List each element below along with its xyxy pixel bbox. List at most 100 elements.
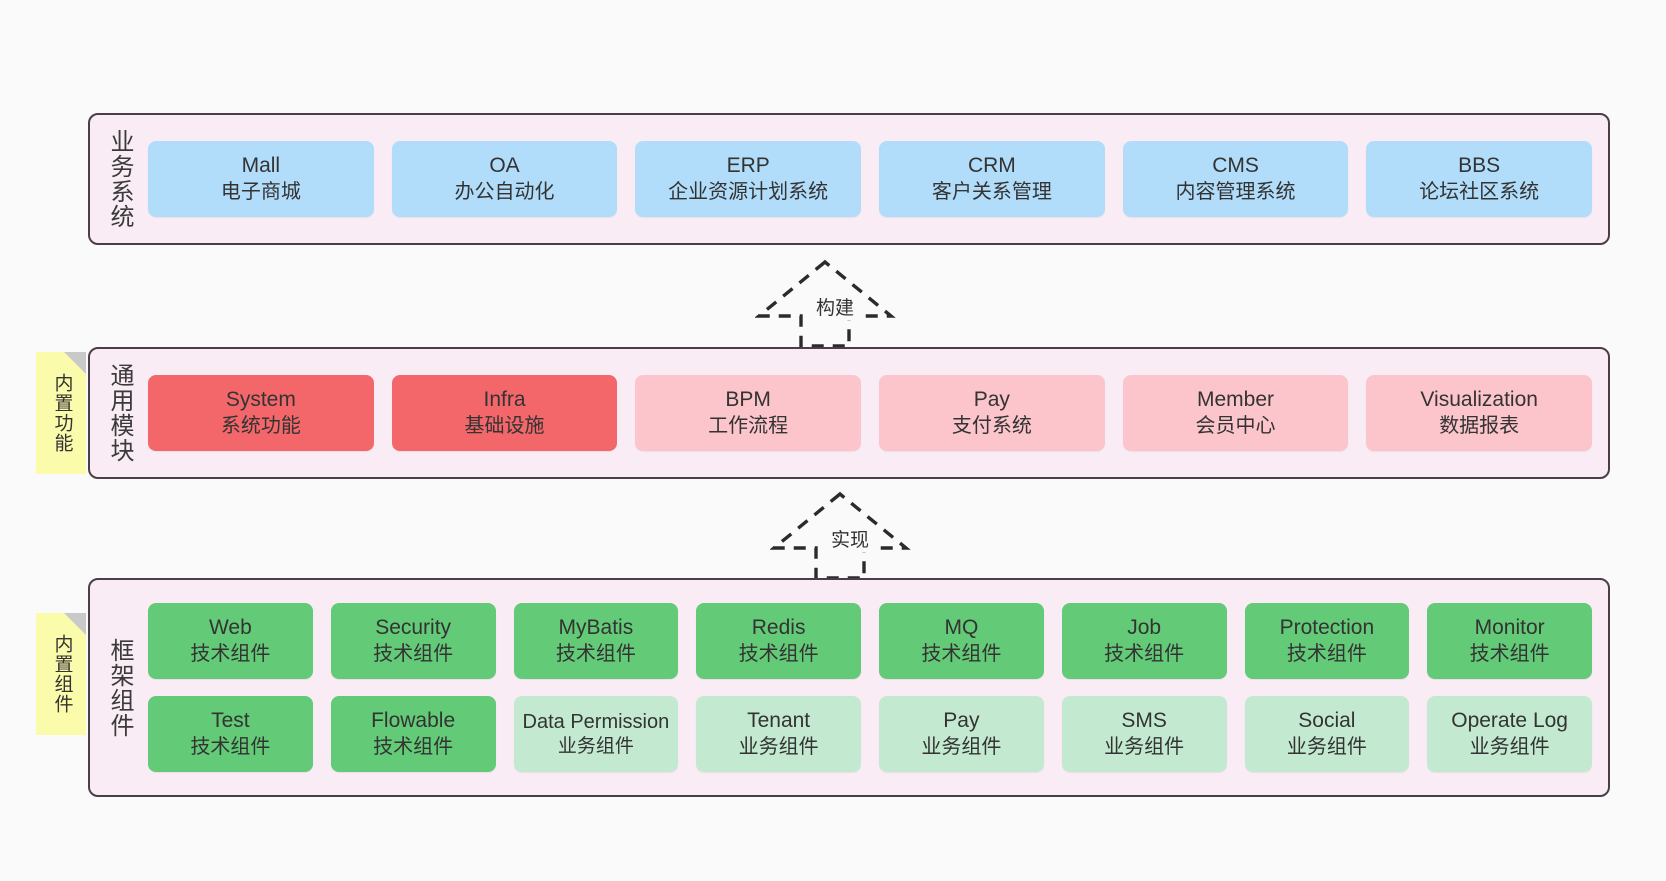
card-title: Pay [973,387,1010,411]
card-title: Web [208,615,252,639]
card-erp[interactable]: ERP 企业资源计划系统 [635,141,862,217]
card-data-permission[interactable]: Data Permission 业务组件 [513,696,679,772]
card-title: Visualization [1420,387,1538,411]
card-mall[interactable]: Mall 电子商城 [148,141,374,217]
card-member[interactable]: Member 会员中心 [1122,375,1349,451]
card-visualization[interactable]: Visualization 数据报表 [1366,375,1593,451]
card-subtitle: 技术组件 [555,642,636,665]
card-subtitle: 技术组件 [1469,642,1550,665]
layer-body-common-modules: System 系统功能 Infra 基础设施 BPM 工作流程 Pay 支付系统… [148,349,1608,477]
card-subtitle: 基础设施 [464,414,545,437]
card-row-tech: Web 技术组件 Security 技术组件 MyBatis 技术组件 Redi… [148,603,1592,679]
card-title: Social [1298,708,1356,732]
card-title: Test [211,708,250,732]
card-protection[interactable]: Protection 技术组件 [1244,603,1410,679]
card-social[interactable]: Social 业务组件 [1244,696,1410,772]
card-subtitle: 办公自动化 [454,180,555,203]
note-fold-icon [64,352,86,374]
arrow-build-label: 构建 [813,293,858,320]
card-row-business: Test 技术组件 Flowable 技术组件 Data Permission … [148,696,1592,772]
card-subtitle: 论坛社区系统 [1419,180,1540,203]
layer-body-framework-components: Web 技术组件 Security 技术组件 MyBatis 技术组件 Redi… [148,580,1608,795]
card-title: Redis [751,615,806,639]
card-title: Pay [943,708,980,732]
card-infra[interactable]: Infra 基础设施 [391,375,618,451]
layer-body-business-systems: Mall 电子商城 OA 办公自动化 ERP 企业资源计划系统 CRM 客户关系… [148,115,1608,243]
card-title: Tenant [747,708,811,732]
card-subtitle: 技术组件 [1104,642,1185,665]
card-subtitle: 会员中心 [1195,414,1276,437]
card-test[interactable]: Test 技术组件 [148,696,313,772]
card-subtitle: 客户关系管理 [931,180,1052,203]
sticky-note-label: 内置组件 [51,634,73,714]
card-subtitle: 内容管理系统 [1175,180,1296,203]
card-title: BPM [725,387,771,411]
card-cms[interactable]: CMS 内容管理系统 [1122,141,1349,217]
sticky-note-builtin-functions: 内置功能 [36,352,86,474]
card-redis[interactable]: Redis 技术组件 [696,603,861,679]
card-title: System [225,387,296,411]
card-row: Mall 电子商城 OA 办公自动化 ERP 企业资源计划系统 CRM 客户关系… [148,141,1593,217]
card-subtitle: 业务组件 [557,735,634,757]
card-subtitle: 技术组件 [921,642,1002,665]
card-title: Monitor [1474,615,1545,639]
layer-business-systems: 业务系统 Mall 电子商城 OA 办公自动化 ERP 企业资源计划系统 CRM… [88,113,1610,245]
card-tenant[interactable]: Tenant 业务组件 [696,696,861,772]
card-subtitle: 技术组件 [373,642,454,665]
layer-title-business-systems: 业务系统 [105,129,133,229]
arrow-implement-label: 实现 [828,525,873,552]
card-title: Data Permission [522,711,670,734]
card-flowable[interactable]: Flowable 技术组件 [330,696,496,772]
card-subtitle: 业务组件 [921,735,1002,758]
card-subtitle: 技术组件 [373,735,454,758]
layer-common-modules: 通用模块 System 系统功能 Infra 基础设施 BPM 工作流程 Pay… [88,347,1610,479]
card-title: MQ [944,615,979,639]
card-subtitle: 数据报表 [1439,414,1520,437]
card-security[interactable]: Security 技术组件 [330,603,496,679]
card-subtitle: 工作流程 [708,414,789,437]
card-row: System 系统功能 Infra 基础设施 BPM 工作流程 Pay 支付系统… [148,375,1593,451]
card-system[interactable]: System 系统功能 [148,375,374,451]
card-title: Flowable [371,708,456,732]
card-sms[interactable]: SMS 业务组件 [1061,696,1227,772]
card-subtitle: 业务组件 [1104,735,1185,758]
card-title: ERP [726,153,770,177]
card-bpm[interactable]: BPM 工作流程 [635,375,862,451]
card-bbs[interactable]: BBS 论坛社区系统 [1366,141,1593,217]
card-oa[interactable]: OA 办公自动化 [391,141,618,217]
card-mq[interactable]: MQ 技术组件 [879,603,1044,679]
note-fold-icon [64,613,86,635]
layer-title-common-modules: 通用模块 [105,363,133,463]
card-title: SMS [1121,708,1167,732]
layer-framework-components: 框架组件 Web 技术组件 Security 技术组件 MyBatis 技术组件… [88,578,1610,797]
card-subtitle: 企业资源计划系统 [668,180,829,203]
card-crm[interactable]: CRM 客户关系管理 [879,141,1105,217]
card-title: Operate Log [1451,708,1568,732]
card-job[interactable]: Job 技术组件 [1061,603,1227,679]
card-web[interactable]: Web 技术组件 [148,603,313,679]
card-title: Job [1127,615,1162,639]
card-title: CRM [967,153,1016,177]
sticky-note-label: 内置功能 [51,373,73,453]
card-operate-log[interactable]: Operate Log 业务组件 [1427,696,1592,772]
card-title: MyBatis [558,615,634,639]
card-subtitle: 技术组件 [190,642,271,665]
card-subtitle: 技术组件 [738,642,819,665]
card-subtitle: 业务组件 [1286,735,1367,758]
card-mybatis[interactable]: MyBatis 技术组件 [513,603,679,679]
card-subtitle: 系统功能 [220,414,301,437]
card-subtitle: 电子商城 [220,180,301,203]
card-pay-business[interactable]: Pay 业务组件 [879,696,1044,772]
card-pay[interactable]: Pay 支付系统 [879,375,1105,451]
card-title: OA [489,153,520,177]
card-subtitle: 业务组件 [1469,735,1550,758]
card-subtitle: 技术组件 [1286,642,1367,665]
card-title: BBS [1458,153,1501,177]
card-monitor[interactable]: Monitor 技术组件 [1427,603,1592,679]
card-title: Mall [241,153,281,177]
card-title: Security [375,615,452,639]
card-subtitle: 业务组件 [738,735,819,758]
layer-title-framework-components: 框架组件 [105,637,133,738]
card-title: Protection [1279,615,1375,639]
